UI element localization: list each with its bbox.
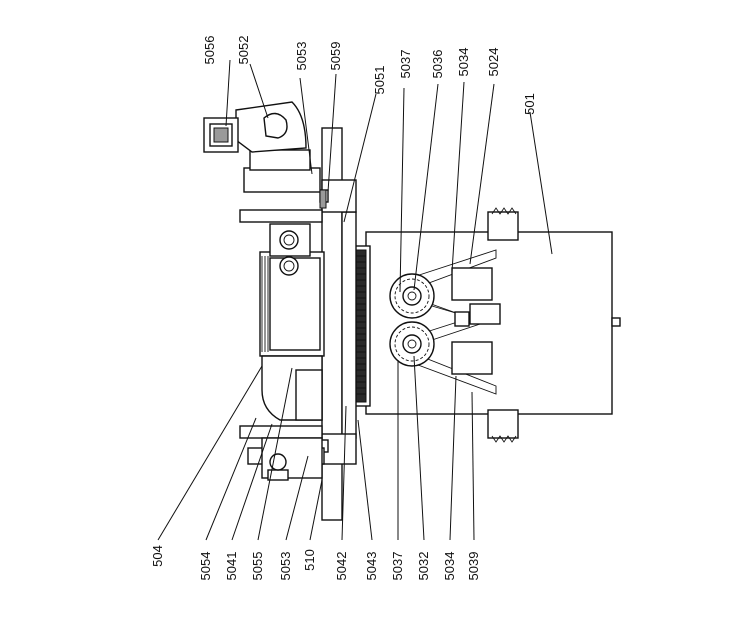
sprocket-lower-5032: [389, 321, 435, 367]
label-5054: 5054: [198, 552, 213, 581]
mounting-plate-5051: [319, 127, 357, 521]
encoder-5056: [203, 117, 239, 153]
label-5059: 5059: [328, 42, 343, 71]
label-5051: 5051: [372, 66, 387, 95]
label-504: 504: [150, 545, 165, 567]
label-5032: 5032: [416, 552, 431, 581]
pin-5059: [319, 189, 327, 209]
label-5042: 5042: [334, 552, 349, 581]
label-510: 510: [302, 549, 317, 571]
label-5036: 5036: [430, 50, 445, 79]
label-5034-bottom: 5034: [442, 552, 457, 581]
sprocket-upper-5036: [389, 273, 435, 319]
callout-labels-top: 5056 5052 5053 5059 5051 5037 5036 5034 …: [202, 36, 501, 95]
label-5056: 5056: [202, 36, 217, 65]
callout-labels-bottom: 504 5054 5041 5055 5053 510 5042 5043 50…: [150, 545, 481, 580]
label-5055: 5055: [250, 552, 265, 581]
label-5024: 5024: [486, 48, 501, 77]
gearmotor-5052: [235, 101, 321, 193]
label-5053-bottom: 5053: [278, 552, 293, 581]
bracket-5041: [261, 355, 323, 481]
motor-5054: [259, 223, 325, 357]
label-5039: 5039: [466, 552, 481, 581]
label-501: 501: [522, 93, 537, 115]
leader-lines: [157, 59, 553, 541]
label-5053-top: 5053: [294, 42, 309, 71]
label-5052: 5052: [236, 36, 251, 65]
label-5043: 5043: [364, 552, 379, 581]
label-5037-top: 5037: [398, 50, 413, 79]
label-5034-top: 5034: [456, 48, 471, 77]
label-5041: 5041: [224, 552, 239, 581]
label-5037-bottom: 5037: [390, 552, 405, 581]
